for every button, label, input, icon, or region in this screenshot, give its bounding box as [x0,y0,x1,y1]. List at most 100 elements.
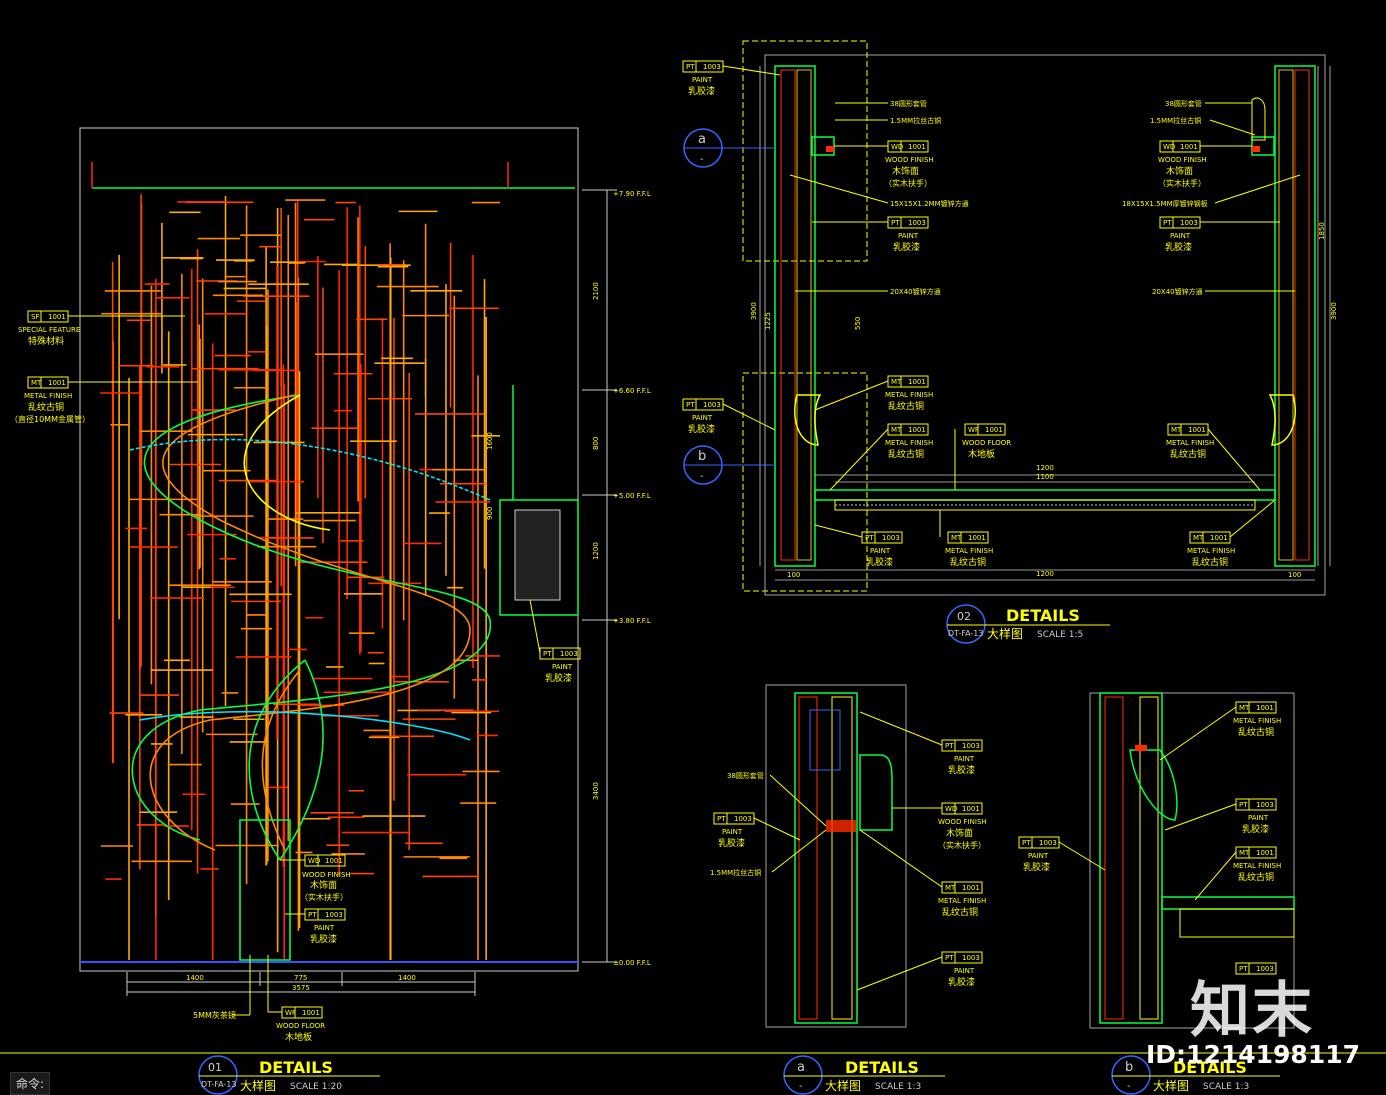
tag-pt-d2a[interactable]: PT 1003 PAINT 乳胶漆 [682,60,781,97]
tag-wd-left[interactable]: WD 1001 WOOD FINISH 木饰面 （实木扶手） [280,854,351,902]
note-steel-left: 1.5MM拉丝古铜 [835,116,941,125]
tag-en: PAINT [1028,852,1049,860]
tag-mt-d2a[interactable]: MT 1001 METAL FINISH 乱纹古铜 [814,375,933,412]
tag-mt-d2c[interactable]: MT 1001 METAL FINISH 乱纹古铜 [1166,423,1261,491]
tag-pt-d2b-right[interactable]: PT 1003 PAINT 乳胶漆 [1159,216,1280,253]
tag-pt-b1[interactable]: PT 1003 PAINT 乳胶漆 [1164,798,1277,835]
tag-num: 1001 [48,379,66,387]
tag-en: PAINT [692,76,713,84]
tag-cn: 乱纹古铜 [1238,726,1274,738]
elev-label-5: +6.60 F.F.L [613,387,651,395]
note-text: 1.5MM拉丝古铜 [1150,116,1201,125]
bottom-dim-1400-a: 1400 [186,974,204,982]
tag-mt-d2d[interactable]: MT 1001 METAL FINISH 乱纹古铜 [939,510,993,568]
tag-cn: 木饰面 [310,879,337,891]
bottom-dim-775: 775 [294,974,307,982]
tag-mt-d2e[interactable]: MT 1001 METAL FINISH 乱纹古铜 [1187,499,1276,568]
tag-pt-b2[interactable]: PT 1003 [1235,962,1277,975]
tag-wd-d2-left[interactable]: WD 1001 WOOD FINISH 木饰面 （实木扶手） [834,140,934,188]
callout-ref: - [700,154,704,165]
note-text: 20X40镀锌方通 [1152,287,1203,296]
tag-pt-d2d[interactable]: PT 1003 PAINT 乳胶漆 [814,524,903,568]
tag-en: METAL FINISH [1233,717,1281,725]
tag-code: MT [1239,849,1250,857]
tag-code: PT [308,911,317,919]
tag-code: PT [543,650,552,658]
command-line[interactable]: 命令: [10,1072,51,1095]
tag-wf-d2[interactable]: WF 1001 WOOD FLOOR 木地板 [954,423,1011,490]
tag-pt-a3[interactable]: PT 1003 PAINT 乳胶漆 [713,812,801,849]
callout-a[interactable]: a - [683,128,775,168]
title-number: b [1125,1060,1133,1075]
tag-mt-b2[interactable]: MT 1001 METAL FINISH 乱纹古铜 [1194,846,1281,901]
note-tube-right: 20X40镀锌方通 [1152,287,1295,296]
tag-cn: 木饰面 [946,827,973,839]
tag-glass[interactable]: 5MM灰茶镜 [193,955,251,1020]
tag-code: SF [31,313,39,321]
tag-code: MT [945,884,956,892]
tag-pt-b3[interactable]: PT 1003 PAINT 乳胶漆 [1018,836,1106,873]
tag-wd-a[interactable]: WD 1001 WOOD FINISH 木饰面 （实木扶手） [892,802,987,850]
tag-sf[interactable]: SF 1001 SPECIAL FEATURE 特殊材料 [18,310,185,347]
tag-en: SPECIAL FEATURE [18,326,80,334]
d2-dim-side-l: 100 [787,571,800,579]
tag-pt-left-2[interactable]: PT 1003 PAINT 乳胶漆 [285,908,346,945]
tag-num: 1003 [703,401,721,409]
title-block-02[interactable]: 02 DT-FA-13 DETAILS 大样图 SCALE 1:5 [946,604,1110,644]
tag-cn: 乱纹古铜 [888,400,924,412]
tag-en: METAL FINISH [24,392,72,400]
tag-en: PAINT [898,232,919,240]
tag-pt-left[interactable]: PT 1003 PAINT 乳胶漆 [529,599,581,684]
section-drawing-02: 1200 1100 1200 100 100 3900 3900 1225 55… [682,40,1338,596]
tag-cn: 乳胶漆 [1023,861,1050,873]
tag-cn: 乳胶漆 [893,241,920,253]
tag-cn: 乳胶漆 [1242,823,1269,835]
title-number: 02 [957,610,971,623]
note-steel-right: 1.5MM拉丝古铜 [1150,116,1256,136]
note-frame-right: 18X15X1.5MM厚镀锌钢板 [1122,174,1301,208]
tag-mt-a[interactable]: MT 1001 METAL FINISH 乱纹古铜 [859,829,986,918]
tag-num: 1001 [1210,534,1228,542]
tag-code: MT [1171,426,1182,434]
tag-mt-left[interactable]: MT 1001 METAL FINISH 乱纹古铜 （直径10MM金属管） [10,376,198,424]
detail-a-drawing: PT 1003 PAINT 乳胶漆 WD 1001 WOOD FINISH 木饰… [710,684,987,1028]
tag-en: PAINT [954,967,975,975]
tag-num: 1001 [1256,704,1274,712]
tag-num: 1001 [1180,143,1198,151]
tag-mt-d2b[interactable]: MT 1001 METAL FINISH 乱纹古铜 [829,423,933,491]
tag-note: （实木扶手） [938,840,986,850]
title-block-b[interactable]: b - DETAILS 大样图 SCALE 1:3 [1111,1055,1280,1095]
title-scale: SCALE 1:5 [1037,630,1083,640]
title-block-01[interactable]: 01 DT-FA-13 DETAILS 大样图 SCALE 1:20 [0,1052,1386,1095]
note-text: 1.5MM拉丝古铜 [710,868,761,877]
tag-mt-b1[interactable]: MT 1001 METAL FINISH 乱纹古铜 [1159,701,1281,761]
note-frame-left: 15X15X1.2MM镀锌方通 [789,174,969,208]
elev-label-3: +3.80 F.F.L [613,617,651,625]
tag-cn: 木饰面 [892,165,919,177]
note-text: 38圆形套管 [890,99,927,108]
elev-dim-900: 900 [486,507,494,520]
tag-pt-d2c[interactable]: PT 1003 PAINT 乳胶漆 [682,398,776,435]
title-block-a[interactable]: a - DETAILS 大样图 SCALE 1:3 [783,1055,945,1095]
d2-dim-h3: 550 [854,317,862,330]
elev-label-4: +5.00 F.F.L [613,492,651,500]
tag-wf-left[interactable]: WF 1001 WOOD FLOOR 木地板 [267,955,325,1043]
tag-code: PT [686,63,695,71]
tag-en: PAINT [692,414,713,422]
tag-code: PT [945,742,954,750]
tag-num: 1003 [325,911,343,919]
tag-pt-a1[interactable]: PT 1003 PAINT 乳胶漆 [859,711,983,776]
tag-code: WD [891,143,903,151]
tag-en: WOOD FLOOR [276,1022,325,1030]
spiral-stair-curves [129,394,491,961]
tag-num: 1003 [1256,965,1274,973]
tag-wd-d2-right[interactable]: WD 1001 WOOD FINISH 木饰面 （实木扶手） [1158,140,1252,188]
callout-b[interactable]: b - [683,445,775,485]
tag-pt-a2[interactable]: PT 1003 PAINT 乳胶漆 [856,951,983,991]
note-hemi-a: 38圆形套管 [727,771,827,827]
tag-cn: 乱纹古铜 [1192,556,1228,568]
tag-num: 1001 [908,143,926,151]
tag-pt-d2b[interactable]: PT 1003 PAINT 乳胶漆 [812,216,929,253]
d2-dim-top: 1200 [1036,464,1054,472]
